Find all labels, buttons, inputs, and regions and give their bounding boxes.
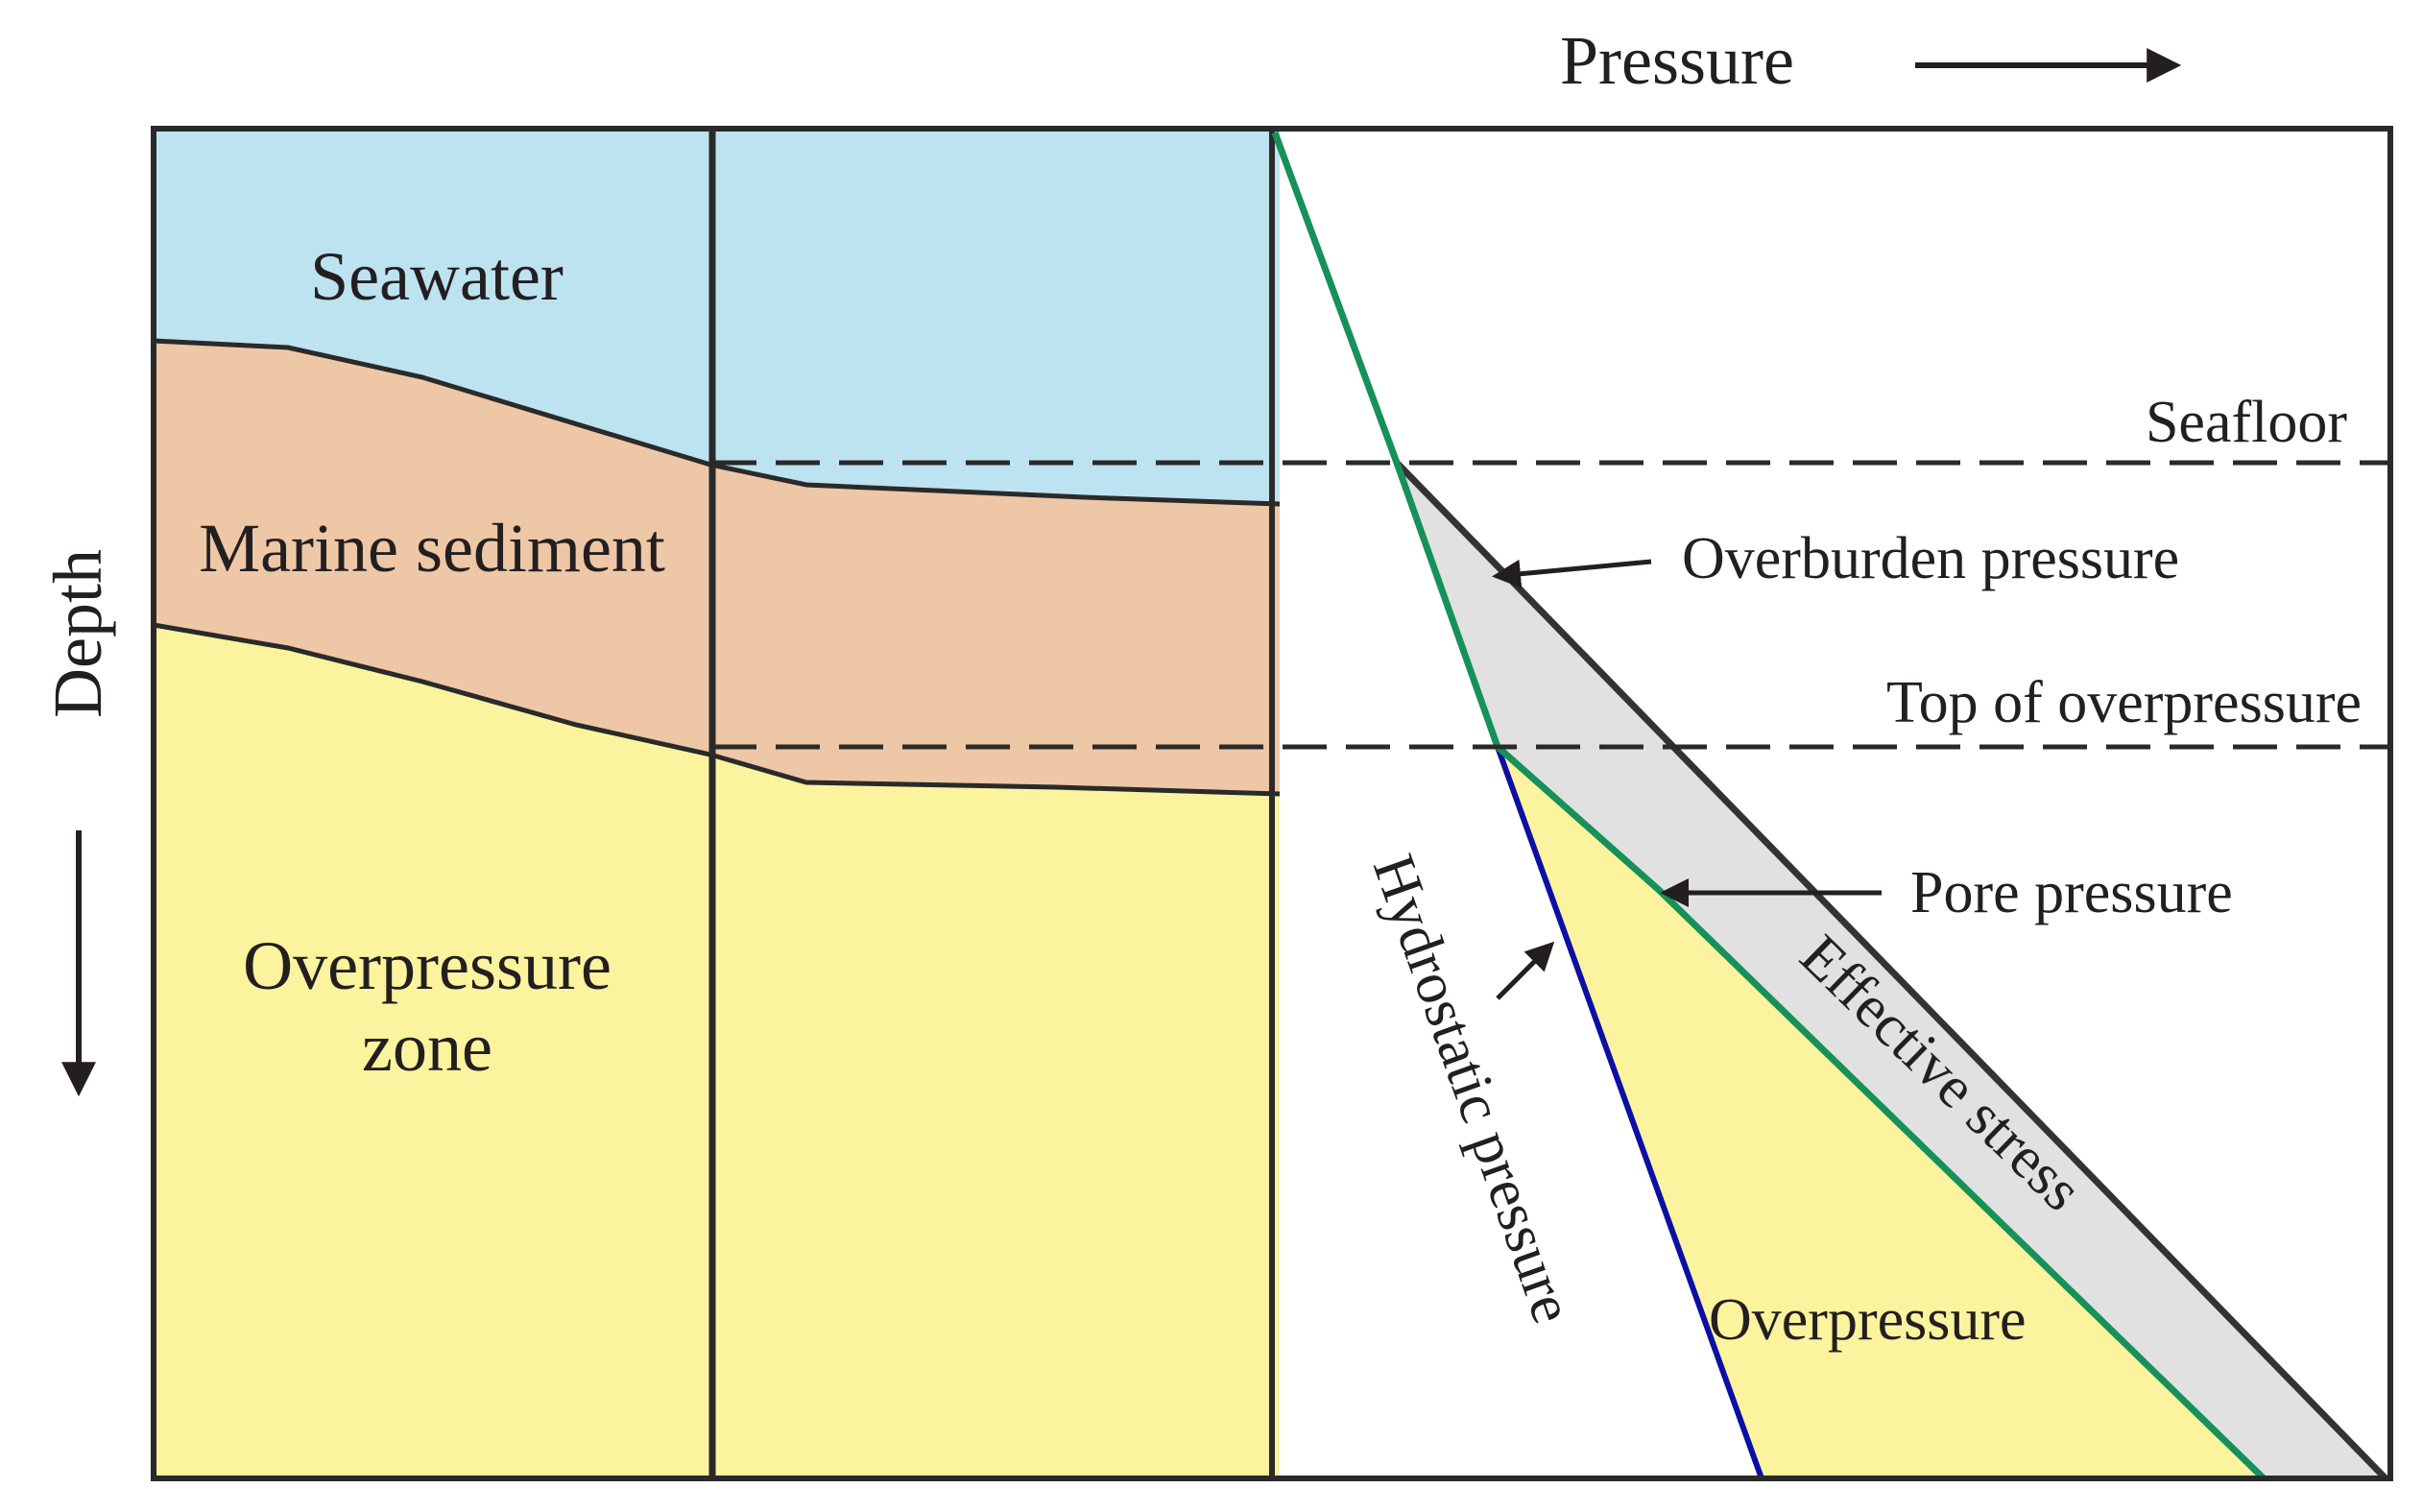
overburden-pressure-arrow xyxy=(1492,559,1652,588)
seawater-label: Seawater xyxy=(310,238,564,315)
pressure-plot-panel: Seafloor Top of overpressure Overburden … xyxy=(712,131,2390,1481)
hydrostatic-pressure-arrow xyxy=(1496,941,1555,1000)
overpressure-zone-label-line2: zone xyxy=(362,1009,492,1086)
overpressure-zone-layer xyxy=(154,625,1280,1478)
seafloor-label: Seafloor xyxy=(2146,390,2347,455)
hydrostatic-pressure-label: Hydrostatic pressure xyxy=(1360,847,1586,1332)
pore-pressure-label: Pore pressure xyxy=(1910,860,2233,925)
overpressure-zone-label-line1: Overpressure xyxy=(243,927,612,1004)
cross-section-panel: Seawater Marine sediment Overpressure zo… xyxy=(153,129,1281,1478)
seawater-layer xyxy=(154,129,1280,504)
hydrostatic-pressure-line xyxy=(1495,745,1764,1480)
marine-sediment-layer xyxy=(154,341,1280,794)
top-of-overpressure-label: Top of overpressure xyxy=(1886,670,2362,735)
overburden-pressure-label: Overburden pressure xyxy=(1682,526,2179,591)
marine-sediment-label: Marine sediment xyxy=(199,510,665,587)
overburden-pressure-line xyxy=(1394,460,2388,1481)
top-of-overpressure-boundary-line xyxy=(153,622,1281,797)
depth-axis-label: Depth xyxy=(39,549,116,718)
overpressure-label: Overpressure xyxy=(1709,1287,2027,1353)
plot-frame xyxy=(151,126,2393,1481)
pressure-axis-label: Pressure xyxy=(1560,22,1794,99)
